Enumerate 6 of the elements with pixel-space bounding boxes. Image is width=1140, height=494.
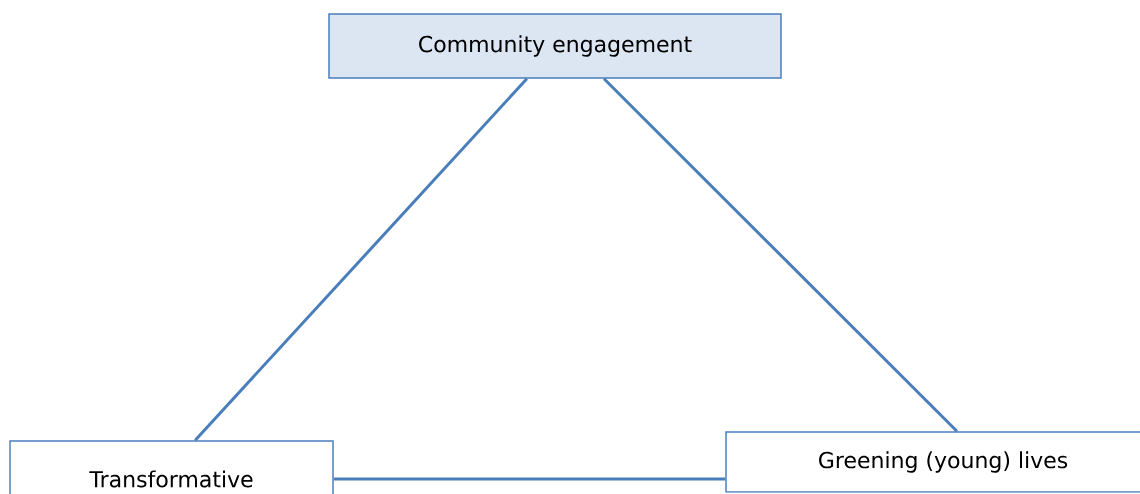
label-box: Transformative bbox=[9, 440, 334, 494]
connector-line bbox=[194, 77, 528, 442]
connector-line bbox=[602, 77, 958, 433]
label-box: Greening (young) lives bbox=[725, 431, 1140, 493]
label-box: Community engagement bbox=[328, 13, 782, 79]
connector-line bbox=[333, 477, 726, 481]
